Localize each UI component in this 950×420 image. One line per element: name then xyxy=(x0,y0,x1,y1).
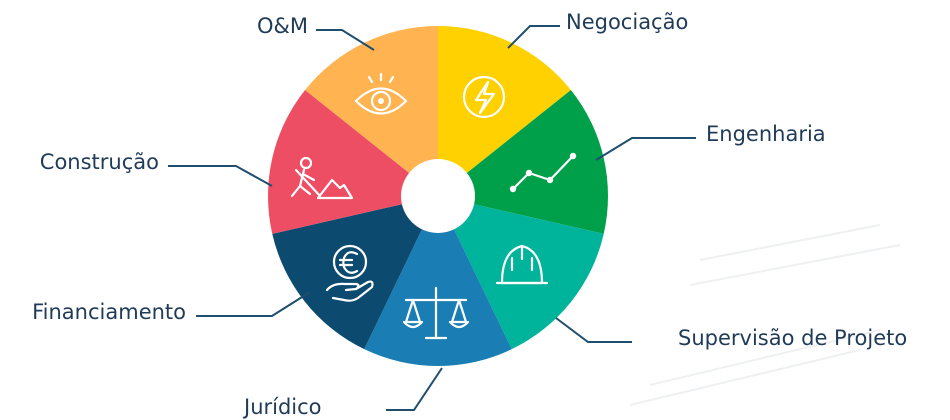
label-construcao: Construção xyxy=(40,150,159,174)
background-decoration xyxy=(629,224,901,406)
label-engenharia: Engenharia xyxy=(706,122,826,146)
leader-supervisao xyxy=(555,317,632,343)
leader-negociacao xyxy=(507,25,560,49)
label-supervisao: Supervisão de Projeto xyxy=(678,326,907,350)
leader-om xyxy=(316,29,375,51)
label-negociacao: Negociação xyxy=(566,10,688,34)
label-juridico: Jurídico xyxy=(242,395,322,419)
leader-construcao xyxy=(168,165,273,187)
segment-negociacao xyxy=(438,26,571,196)
label-financiamento: Financiamento xyxy=(32,300,186,324)
line-chart-icon xyxy=(509,152,577,193)
label-om: O&M xyxy=(257,14,308,38)
wheel-center xyxy=(401,159,475,233)
leader-juridico xyxy=(386,367,443,411)
scales-icon xyxy=(402,286,470,340)
leader-engenharia xyxy=(595,137,696,161)
segment-engenharia xyxy=(438,90,609,234)
euro-hand-icon xyxy=(325,244,374,302)
segment-construcao xyxy=(267,90,438,234)
leader-financiamento xyxy=(196,291,311,317)
segment-juridico xyxy=(364,196,512,366)
leader-lines xyxy=(168,25,696,411)
segment-supervisao xyxy=(438,196,604,350)
hard-hat-icon xyxy=(495,244,549,285)
lightning-icon xyxy=(462,75,506,119)
worker-digging-icon xyxy=(290,156,354,200)
eye-icon xyxy=(354,72,408,115)
